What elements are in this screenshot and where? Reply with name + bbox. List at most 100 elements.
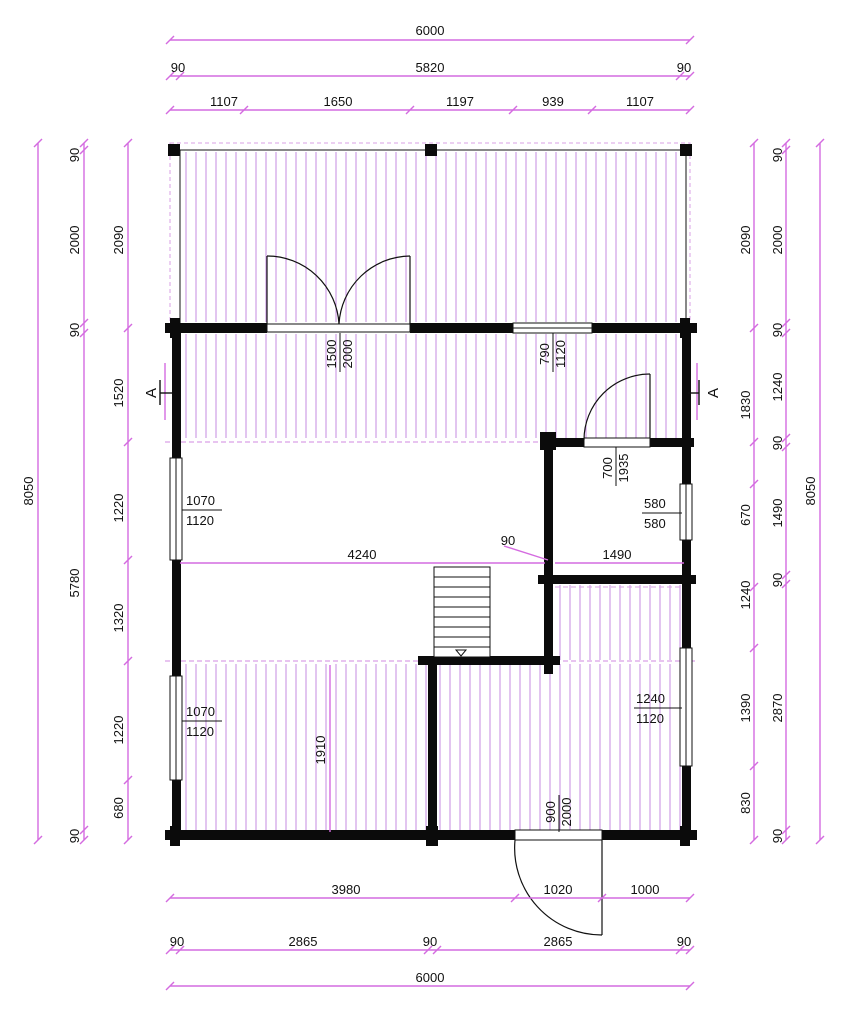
dim-top-row3: 1197 bbox=[446, 94, 474, 109]
opening-label: 580 bbox=[644, 516, 666, 531]
dim-left-col2: 2000 bbox=[67, 226, 82, 255]
dimension-tick bbox=[781, 825, 791, 835]
wall-left bbox=[172, 780, 181, 840]
dim-left-col2: 90 bbox=[67, 148, 82, 162]
opening-label: 1240 bbox=[636, 691, 665, 706]
staircase bbox=[433, 566, 491, 658]
wall-bath-top bbox=[540, 438, 584, 447]
opening-label: 1120 bbox=[186, 724, 214, 739]
dimension-tick bbox=[165, 945, 175, 955]
dim-right-col2: 90 bbox=[770, 148, 785, 162]
dimension-tick bbox=[749, 835, 759, 845]
corner-post bbox=[168, 144, 180, 156]
dimension-tick bbox=[165, 105, 175, 115]
dimension-tick bbox=[685, 893, 695, 903]
wall-stub bbox=[170, 826, 180, 846]
dim-bottom-row2: 90 bbox=[677, 934, 691, 949]
wall-stub bbox=[426, 826, 438, 846]
dimension-lines bbox=[37, 39, 821, 987]
dim-top-row2: 90 bbox=[171, 60, 185, 75]
dimension-tick bbox=[79, 835, 89, 845]
left-room-hatch bbox=[185, 664, 427, 830]
dimension-tick bbox=[685, 71, 695, 81]
dim-bottom-overall: 6000 bbox=[416, 970, 445, 985]
dim-right-col2: 1490 bbox=[770, 499, 785, 528]
dim-right-col3: 2090 bbox=[738, 226, 753, 255]
wall-left bbox=[172, 328, 181, 458]
dimension-tick bbox=[749, 643, 759, 653]
dim-room-depth: 1910 bbox=[313, 736, 328, 765]
living-room-hatch bbox=[185, 334, 677, 438]
wall-upper-right bbox=[592, 323, 697, 333]
dim-bottom-row2: 2865 bbox=[544, 934, 573, 949]
dim-top-row3: 1107 bbox=[626, 94, 654, 109]
dimension-tick bbox=[749, 582, 759, 592]
dimension-tick bbox=[79, 318, 89, 328]
dim-bottom-row1: 1000 bbox=[631, 882, 660, 897]
opening-label: 700 bbox=[600, 457, 615, 479]
dimension-tick bbox=[33, 138, 43, 148]
dim-left-col3: 1320 bbox=[111, 604, 126, 633]
wall-bath-left bbox=[544, 446, 553, 674]
opening-label: 1070 bbox=[186, 704, 215, 719]
dimension-tick bbox=[781, 138, 791, 148]
dimension-tick bbox=[123, 323, 133, 333]
dim-bottom-row1: 1020 bbox=[544, 882, 573, 897]
wall-upper-mid bbox=[410, 323, 514, 333]
dimension-tick bbox=[123, 775, 133, 785]
dim-hall-width: 4240 bbox=[348, 547, 377, 562]
dimension-tick bbox=[685, 35, 695, 45]
wall-left bbox=[172, 560, 181, 676]
dimension-tick bbox=[781, 570, 791, 580]
dimension-tick bbox=[815, 835, 825, 845]
dimension-tick bbox=[175, 71, 185, 81]
dim-left-col2: 90 bbox=[67, 829, 82, 843]
dimension-tick bbox=[781, 328, 791, 338]
bath-door bbox=[583, 373, 651, 448]
dimension-tick bbox=[781, 442, 791, 452]
wall-bath-top bbox=[650, 438, 694, 447]
bath-hatch bbox=[559, 585, 681, 660]
dim-right-col3: 830 bbox=[738, 792, 753, 814]
dim-left-col3: 1220 bbox=[111, 494, 126, 523]
opening-label: 580 bbox=[644, 496, 666, 511]
opening-label: 1120 bbox=[553, 340, 568, 368]
dim-left-overall: 8050 bbox=[21, 477, 36, 506]
opening-label: 900 bbox=[543, 801, 558, 823]
dim-top-overall: 6000 bbox=[416, 23, 445, 38]
dimension-tick bbox=[405, 105, 415, 115]
wall-bottom bbox=[165, 830, 515, 840]
dimension-tick bbox=[749, 761, 759, 771]
opening-label: 2000 bbox=[559, 798, 574, 827]
dimension-tick bbox=[239, 105, 249, 115]
wall-stub bbox=[680, 826, 690, 846]
wall-right bbox=[682, 766, 691, 840]
dimension-tick bbox=[749, 479, 759, 489]
dim-right-col3: 670 bbox=[738, 504, 753, 526]
dim-top-row2: 90 bbox=[677, 60, 691, 75]
dimension-tick bbox=[123, 437, 133, 447]
dim-right-col2: 90 bbox=[770, 573, 785, 587]
dim-right-col2: 1240 bbox=[770, 373, 785, 402]
dimension-tick bbox=[815, 138, 825, 148]
opening-label: 790 bbox=[537, 343, 552, 365]
dim-right-col2: 90 bbox=[770, 829, 785, 843]
dim-bottom-row1: 3980 bbox=[332, 882, 361, 897]
dim-left-col3: 2090 bbox=[111, 226, 126, 255]
dimension-tick bbox=[33, 835, 43, 845]
dim-top-row2: 5820 bbox=[416, 60, 445, 75]
dimension-ticks bbox=[33, 35, 825, 991]
dimension-tick bbox=[175, 945, 185, 955]
dimension-tick bbox=[685, 981, 695, 991]
dim-right-col2: 2870 bbox=[770, 694, 785, 723]
dimension-tick bbox=[423, 945, 433, 955]
dim-left-col3: 680 bbox=[111, 797, 126, 819]
dimension-tick bbox=[781, 433, 791, 443]
dim-right-col2: 90 bbox=[770, 436, 785, 450]
dimension-tick bbox=[781, 579, 791, 589]
dimension-tick bbox=[79, 138, 89, 148]
dimension-tick bbox=[79, 825, 89, 835]
dimension-tick bbox=[685, 105, 695, 115]
dim-right-col3: 1240 bbox=[738, 581, 753, 610]
dimension-tick bbox=[123, 555, 133, 565]
